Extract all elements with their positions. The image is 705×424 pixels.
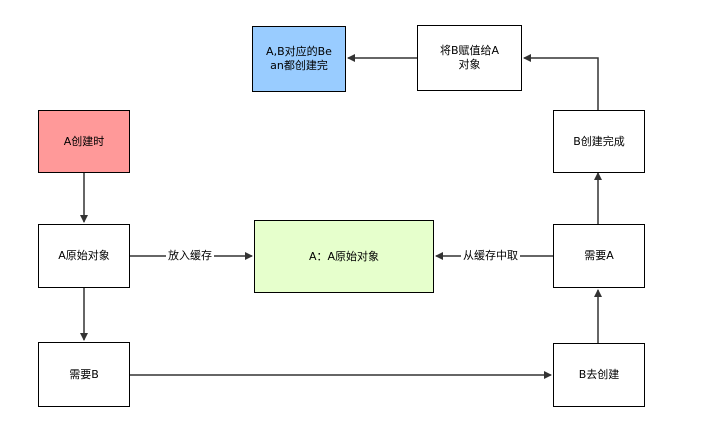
node-b-needs-a-label: 需要A <box>584 249 614 262</box>
edge-b-created-to-assign <box>523 54 599 110</box>
node-b-needs-a[interactable]: 需要A <box>553 224 645 288</box>
node-a-raw-label: A原始对象 <box>58 249 110 262</box>
node-b-create-label: B去创建 <box>578 368 620 381</box>
node-a-create[interactable]: A创建时 <box>38 110 130 173</box>
node-a-raw[interactable]: A原始对象 <box>38 224 130 288</box>
node-ab-done[interactable]: A,B对应的Bean都创建完 <box>252 26 346 92</box>
node-ab-done-label: A,B对应的Bean都创建完 <box>266 45 332 72</box>
node-b-create[interactable]: B去创建 <box>553 343 645 407</box>
node-assign-b-to-a-label: 将B赋值给A对象 <box>439 44 500 71</box>
node-a-create-label: A创建时 <box>63 134 105 148</box>
edge-label-get-cache: 从缓存中取 <box>461 249 520 263</box>
node-cache[interactable]: A：A原始对象 <box>254 220 434 293</box>
node-a-needs-b-label: 需要B <box>69 367 99 381</box>
edge-label-put-cache: 放入缓存 <box>166 249 214 263</box>
node-b-created-label: B创建完成 <box>573 134 625 148</box>
node-assign-b-to-a[interactable]: 将B赋值给A对象 <box>417 25 522 91</box>
node-cache-label: A：A原始对象 <box>308 249 380 263</box>
node-b-created[interactable]: B创建完成 <box>553 110 645 173</box>
node-a-needs-b[interactable]: 需要B <box>38 342 130 407</box>
